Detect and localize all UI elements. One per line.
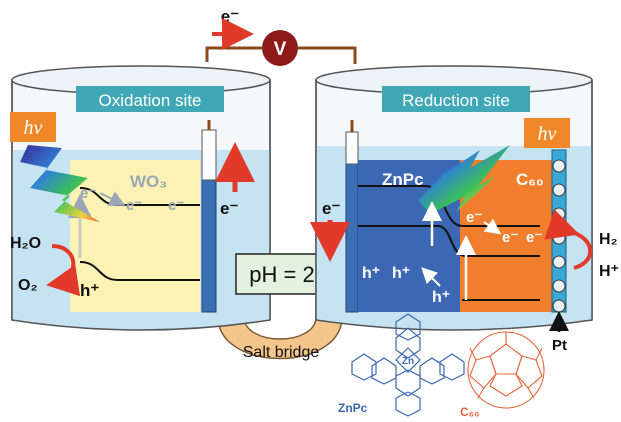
wo3-electron-arrow-icon (99, 191, 126, 206)
right-wire (298, 46, 357, 64)
zinc-center-label: Zn (402, 356, 414, 367)
c60-structure-icon (467, 331, 545, 409)
c60-electrons: e⁻ e⁻ e⁻ (466, 209, 542, 246)
left-hv-badge (10, 112, 56, 142)
water-label: H₂O (10, 235, 41, 252)
reduction-site-title: Reduction site (402, 91, 510, 110)
voltmeter-icon (262, 30, 298, 66)
right-hv-badge (524, 118, 570, 148)
wo3-block (70, 160, 200, 312)
wo3-electron-2: e⁻ (126, 197, 142, 214)
left-electrode-electron: e⁻ (220, 199, 238, 218)
left-hv-label: hν (24, 117, 43, 139)
right-light-icon (418, 145, 510, 214)
left-light-icon (20, 145, 100, 222)
zinc-label: ZnPc (382, 170, 424, 189)
right-electron-in-label: e⁻ (322, 199, 340, 218)
h2-label: H₂ (599, 231, 618, 248)
hplus-label: H⁺ (599, 263, 619, 280)
wo3-hole-label: h⁺ (80, 281, 99, 300)
wo3-label: WO₃ (130, 172, 167, 191)
external-circuit: V e⁻ (205, 7, 357, 66)
wo3-electron-3: e⁻ (168, 197, 184, 214)
right-electrode (345, 151, 359, 313)
right-hv-label: hν (538, 123, 557, 145)
c60-electron-3: e⁻ (526, 229, 542, 246)
c60-label: C₆₀ (516, 170, 544, 189)
left-wire (205, 46, 262, 62)
c60-electron-2: e⁻ (502, 229, 518, 246)
reduction-title-bg (382, 86, 530, 112)
oxidation-title-bg (76, 86, 224, 112)
left-electrode-top (201, 129, 217, 181)
zinc-holes: h⁺ h⁺ h⁺ (362, 265, 450, 306)
zinc-hole-2: h⁺ (392, 265, 410, 282)
wo3-electron-1: e⁻ (80, 185, 96, 202)
salt-bridge-label: Salt bridge (243, 344, 320, 361)
wo3-electrons: e⁻ e⁻ e⁻ (80, 185, 184, 214)
voltmeter-label: V (274, 39, 287, 60)
ph-label: pH = 2 (249, 262, 314, 287)
oxidation-site-title: Oxidation site (99, 91, 202, 110)
water-oxidation-arrow-icon (46, 244, 81, 297)
zinc-structure-icon (351, 313, 465, 417)
circuit-electron-label: e⁻ (221, 7, 239, 26)
pt-label: Pt (552, 337, 567, 354)
hydrogen-evolution-arrow-icon (544, 209, 593, 270)
zinc-hole-3: h⁺ (432, 289, 450, 306)
wo3-valence-band (79, 261, 200, 281)
oxygen-label: O₂ (18, 277, 38, 294)
zinc-structure-caption: ZnPc (338, 401, 368, 415)
zinc-hole-1: h⁺ (362, 265, 380, 282)
c60-structure-caption: C₆₀ (460, 405, 480, 419)
c60-electron-1: e⁻ (466, 209, 482, 226)
